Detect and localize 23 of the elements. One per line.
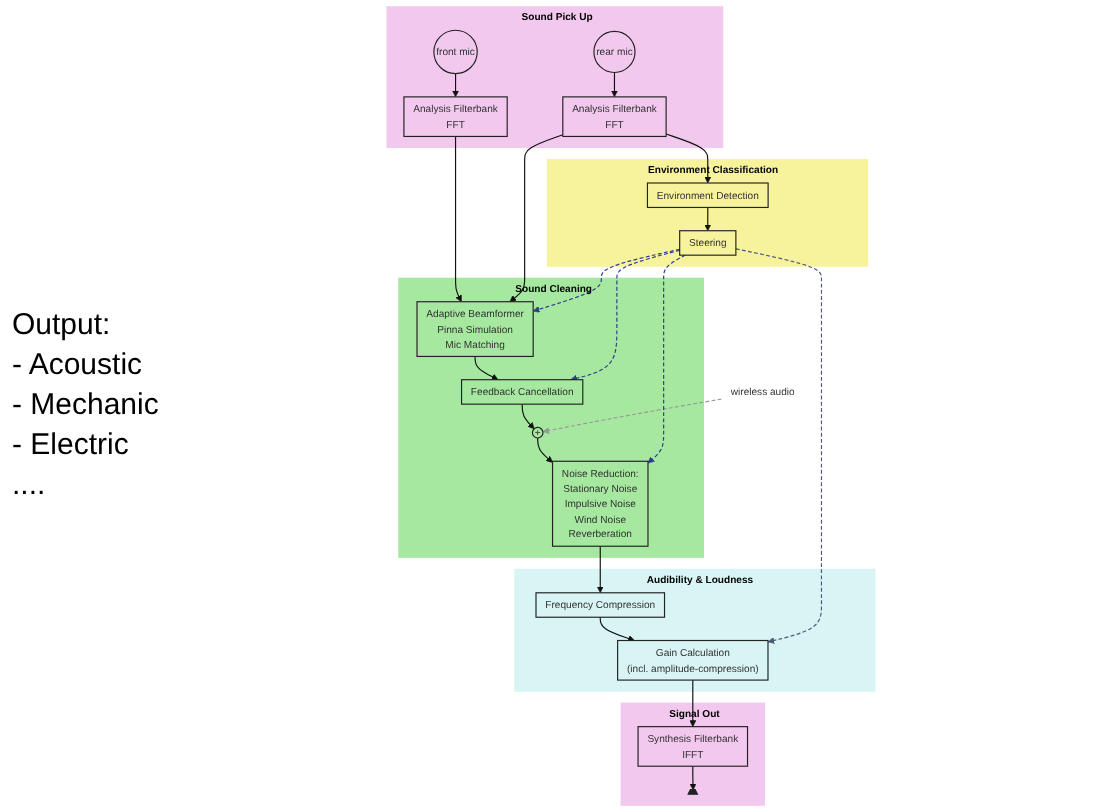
arrow bbox=[611, 71, 618, 98]
output-list-item: Output: bbox=[12, 306, 113, 346]
output-list-item: - Mechanic bbox=[12, 386, 156, 426]
arrow bbox=[537, 437, 553, 463]
output-list-item: - Acoustic bbox=[12, 346, 145, 386]
arrow bbox=[542, 398, 723, 434]
output-list-item: .... bbox=[12, 466, 48, 506]
arrow bbox=[689, 679, 697, 727]
arrow bbox=[704, 206, 712, 232]
arrow bbox=[452, 73, 459, 98]
arrow bbox=[599, 616, 635, 642]
arrow bbox=[647, 254, 686, 464]
arrow bbox=[570, 249, 681, 382]
arrow bbox=[689, 765, 697, 791]
node-speaker bbox=[687, 788, 699, 795]
arrow bbox=[455, 135, 462, 303]
arrow bbox=[596, 545, 604, 594]
arrow bbox=[509, 134, 564, 303]
output-list-item: - Electric bbox=[12, 426, 131, 466]
arrow bbox=[532, 248, 681, 313]
arrow bbox=[521, 403, 535, 430]
arrow bbox=[474, 355, 499, 380]
arrow bbox=[735, 248, 823, 644]
